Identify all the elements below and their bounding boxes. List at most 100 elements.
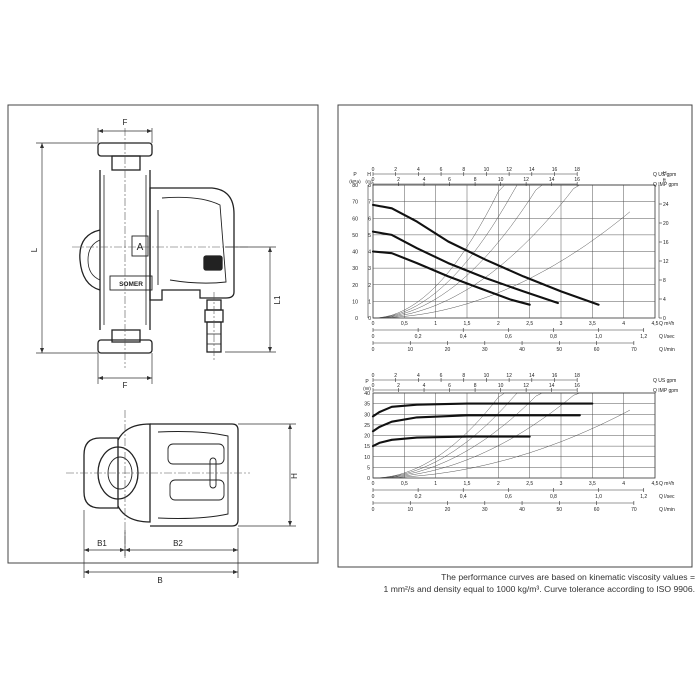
tick-label-h: 3 — [368, 266, 371, 272]
tick-label-q-imp-gpm: 10 — [498, 177, 504, 183]
tick-label-q-m3h: 1,5 — [464, 321, 471, 327]
note-line-2: 1 mm²/s and density equal to 1000 kg/m³.… — [383, 584, 695, 594]
tick-label-q-lmin: 0 — [372, 347, 375, 353]
tick-label-q-lmin: 20 — [445, 507, 451, 513]
tick-label-q-m3h: 2 — [497, 481, 500, 487]
nameplate — [109, 275, 153, 291]
tick-label-q-m3h: 4 — [622, 321, 625, 327]
tick-label-q-us-gpm: 0 — [372, 167, 375, 173]
tick-label-h-ft: 24 — [663, 202, 669, 208]
tick-label-p: 10 — [364, 455, 370, 461]
system-curve — [372, 211, 631, 319]
dim-label-l: L — [30, 247, 39, 252]
tick-label-p: 20 — [364, 434, 370, 440]
tick-label-q-m3h: 3,5 — [589, 321, 596, 327]
pump-front-view — [79, 142, 235, 354]
tick-label-h: 8 — [368, 183, 371, 189]
pump-head-outline — [149, 187, 235, 301]
center-lines — [72, 128, 250, 368]
tick-label-q-lmin: 60 — [594, 507, 600, 513]
tick-label-q-lmin: 60 — [594, 347, 600, 353]
tick-label-q-m3h: 2 — [497, 321, 500, 327]
tick-label-q-us-gpm: 14 — [529, 373, 535, 379]
tick-label-p: 80 — [352, 183, 358, 189]
tick-label-q-m3h: 4,5 — [652, 481, 659, 487]
tick-label-p: 30 — [364, 412, 370, 418]
tick-label-h-ft: 4 — [663, 297, 666, 303]
series-line-3 — [371, 250, 531, 306]
tick-label-h-ft: 20 — [663, 221, 669, 227]
tick-label-q-imp-gpm: 12 — [523, 383, 529, 389]
tick-label-h: 7 — [368, 200, 371, 206]
axis-label-p: P — [365, 379, 369, 385]
tick-label-p: 25 — [364, 423, 370, 429]
tick-label-q-m3h: 3 — [560, 481, 563, 487]
dim-label-f-top: F — [123, 118, 128, 127]
axis-label-h: H — [367, 172, 371, 178]
axis-label-q-lsec: Q l/sec — [659, 334, 675, 340]
series-line-1 — [371, 203, 600, 306]
tick-label-q-lmin: 10 — [407, 347, 413, 353]
dim-label-f-bottom: F — [123, 381, 128, 390]
tick-label-h: 5 — [368, 233, 371, 239]
tick-label-q-lmin: 20 — [445, 347, 451, 353]
tick-label-q-lsec: 0,2 — [415, 334, 422, 340]
axis-label-q-m3h: Q m³/h — [659, 481, 674, 487]
axis-label-q-us-gpm: Q US gpm — [653, 378, 676, 384]
nameplate-text: SOMER — [119, 281, 143, 288]
tick-label-q-imp-gpm: 2 — [397, 383, 400, 389]
axis-unit-p: (kPa) — [349, 179, 361, 185]
tick-label-q-imp-gpm: 14 — [549, 383, 555, 389]
tick-label-q-imp-gpm: 12 — [523, 177, 529, 183]
tick-label-q-lsec: 1,2 — [640, 334, 647, 340]
tick-label-q-lmin: 30 — [482, 507, 488, 513]
tick-label-h: 4 — [368, 250, 371, 256]
system-curve — [372, 392, 630, 479]
tick-label-q-lsec: 1,0 — [595, 494, 602, 500]
tick-label-q-lsec: 0 — [372, 334, 375, 340]
front-dimensions — [36, 128, 276, 384]
tick-label-q-lsec: 0 — [372, 494, 375, 500]
port-label: A — [137, 242, 144, 253]
axis-unit-h-ft: ft — [663, 178, 666, 184]
tick-label-h-ft: 0 — [663, 316, 666, 322]
tick-label-q-lmin: 40 — [519, 507, 525, 513]
tick-label-q-us-gpm: 0 — [372, 373, 375, 379]
tick-label-q-lsec: 0,4 — [460, 494, 467, 500]
tick-label-q-lsec: 1,0 — [595, 334, 602, 340]
tick-label-q-imp-gpm: 4 — [423, 177, 426, 183]
tick-label-q-m3h: 0 — [372, 321, 375, 327]
axis-label-q-m3h: Q m³/h — [659, 321, 674, 327]
axis-label-q-lsec: Q l/sec — [659, 494, 675, 500]
tick-label-q-us-gpm: 4 — [417, 373, 420, 379]
control-display — [203, 255, 223, 271]
tick-label-q-lsec: 0,4 — [460, 334, 467, 340]
tick-label-p: 5 — [367, 465, 370, 471]
axis-label-h-ft: H — [663, 171, 667, 177]
tick-label-q-us-gpm: 12 — [506, 373, 512, 379]
head-chart: 01020304050607080P(kPa)012345678H(m)0481… — [349, 167, 678, 353]
tick-label-q-m3h: 1,5 — [464, 481, 471, 487]
tick-label-q-m3h: 1 — [434, 481, 437, 487]
tick-label-q-imp-gpm: 16 — [574, 177, 580, 183]
tick-label-q-lsec: 0,6 — [505, 334, 512, 340]
tick-label-q-lmin: 10 — [407, 507, 413, 513]
axis-unit-p: (W) — [363, 386, 371, 392]
tick-label-q-lmin: 50 — [557, 507, 563, 513]
series-line-2 — [371, 230, 559, 305]
tick-label-p: 15 — [364, 444, 370, 450]
axis-label-q-imp-gpm: Q IMP gpm — [653, 182, 678, 188]
axis-label-q-imp-gpm: Q IMP gpm — [653, 388, 678, 394]
system-curve — [373, 409, 631, 479]
tick-label-q-m3h: 3 — [560, 321, 563, 327]
tick-label-q-us-gpm: 16 — [552, 167, 558, 173]
dim-label-l1: L1 — [273, 295, 282, 304]
tick-label-h-ft: 12 — [663, 259, 669, 265]
tick-label-q-imp-gpm: 6 — [448, 383, 451, 389]
tick-label-q-imp-gpm: 14 — [549, 177, 555, 183]
series-line-2 — [371, 414, 581, 433]
pump-side-view — [83, 423, 239, 527]
axis-label-q-lmin: Q l/min — [659, 507, 675, 513]
tick-label-q-us-gpm: 6 — [440, 373, 443, 379]
